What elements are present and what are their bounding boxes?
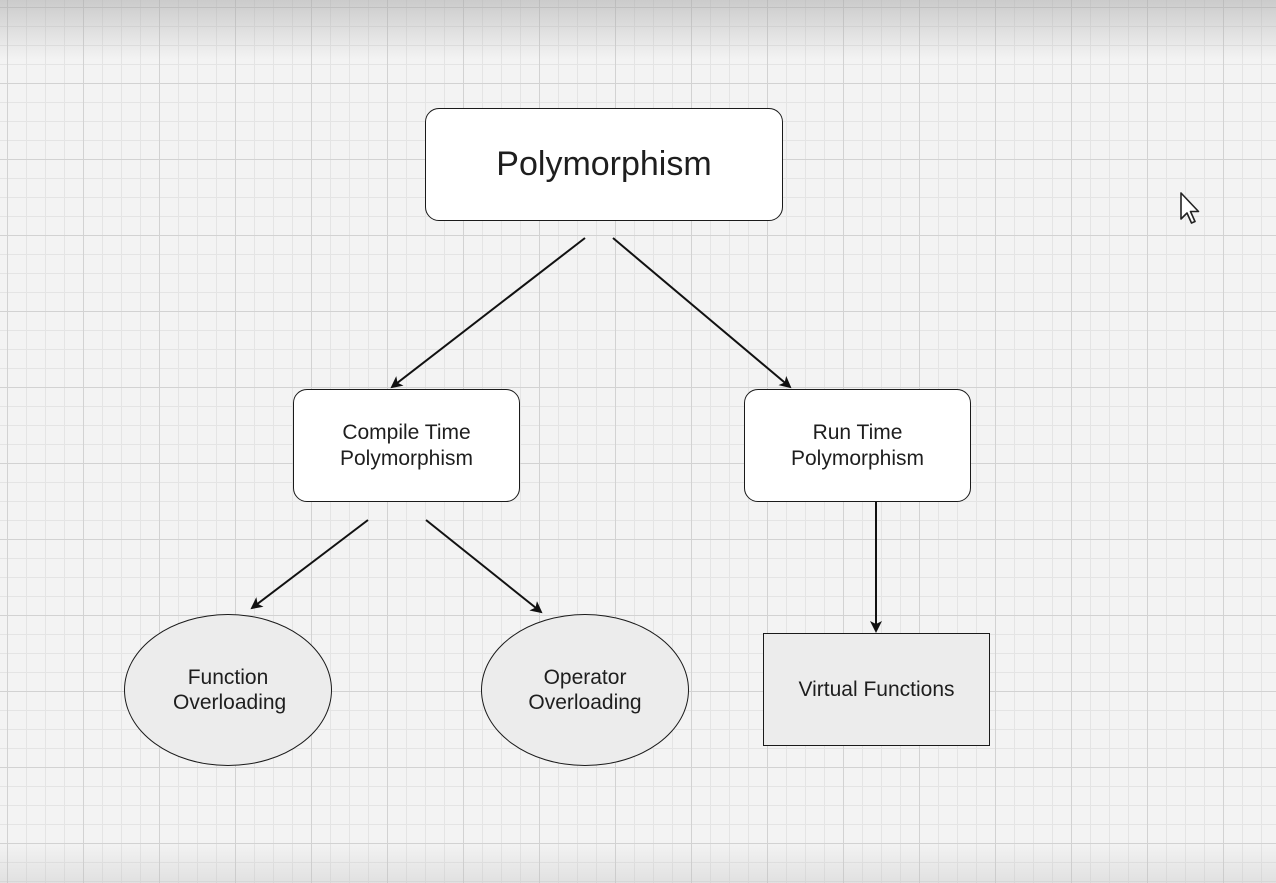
node-virtual-functions-label: Virtual Functions xyxy=(798,677,955,701)
node-compile-time-label: Compile Time Polymorphism xyxy=(339,421,474,470)
node-run-time-polymorphism[interactable]: Run Time Polymorphism xyxy=(744,389,971,502)
edge-root-to-compile-time[interactable] xyxy=(390,237,586,389)
node-operator-overloading[interactable]: Operator Overloading xyxy=(481,614,689,766)
node-polymorphism-label: Polymorphism xyxy=(496,145,712,184)
node-function-overloading-label: Function Overloading xyxy=(173,665,287,714)
node-compile-time-polymorphism[interactable]: Compile Time Polymorphism xyxy=(293,389,520,502)
node-run-time-label: Run Time Polymorphism xyxy=(790,421,925,470)
node-polymorphism[interactable]: Polymorphism xyxy=(425,108,783,221)
node-operator-overloading-label: Operator Overloading xyxy=(528,665,642,714)
edge-compile-time-to-function-overloading[interactable] xyxy=(250,519,369,610)
node-function-overloading[interactable]: Function Overloading xyxy=(124,614,332,766)
edge-compile-time-to-operator-overloading[interactable] xyxy=(425,519,543,614)
edge-root-to-run-time[interactable] xyxy=(612,237,792,389)
mouse-pointer-icon xyxy=(1180,192,1200,224)
node-virtual-functions[interactable]: Virtual Functions xyxy=(763,633,990,746)
